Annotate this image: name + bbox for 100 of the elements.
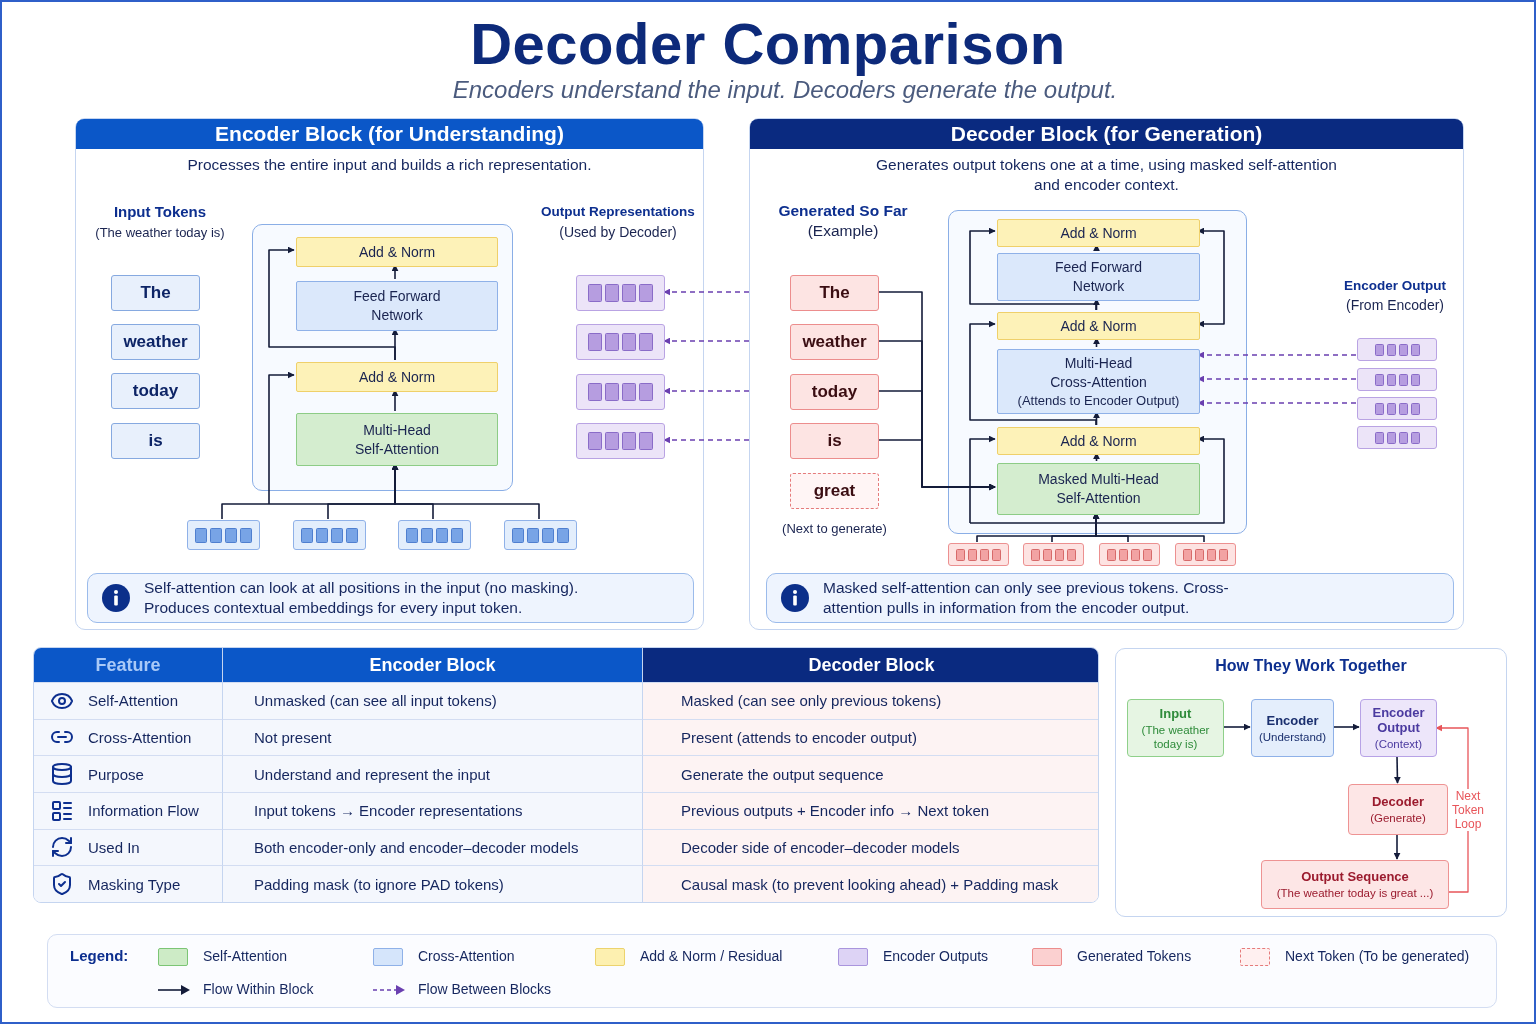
step-note: (The weather today is great ...) bbox=[1276, 886, 1434, 900]
encoder-output-vector bbox=[1357, 397, 1437, 420]
add-norm-box bbox=[997, 219, 1200, 247]
feed-forward-box bbox=[997, 253, 1200, 301]
add-norm-box bbox=[997, 312, 1200, 340]
token-vector bbox=[1099, 543, 1160, 566]
token-vector bbox=[1175, 543, 1236, 566]
encoder-value: Padding mask (to ignore PAD tokens) bbox=[222, 865, 642, 902]
add-norm-box bbox=[296, 362, 498, 392]
section-heading: Output Representations bbox=[540, 204, 696, 220]
add-norm-box bbox=[296, 237, 498, 267]
step-title: Output Sequence bbox=[1301, 869, 1409, 884]
output-vector bbox=[576, 423, 665, 459]
token-label: weather bbox=[123, 332, 188, 352]
workflow-panel bbox=[1115, 648, 1507, 917]
decoder-box bbox=[1348, 784, 1448, 835]
section-heading: Input Tokens bbox=[112, 202, 208, 220]
token-label: The bbox=[819, 283, 850, 303]
encoder-output-box bbox=[1360, 699, 1437, 757]
encoder-layer-frame bbox=[252, 224, 513, 491]
decoder-panel bbox=[749, 118, 1464, 630]
arrow bbox=[391, 264, 399, 280]
token-box bbox=[111, 423, 200, 459]
section-note: (From Encoder) bbox=[1345, 297, 1445, 313]
decoder-value: Present (attends to encoder output) bbox=[642, 718, 1098, 756]
diagram-subtitle: Encoders understand the input. Decoders generate the output. bbox=[451, 76, 1119, 104]
legend-label: Flow Within Block bbox=[203, 981, 314, 997]
arrow bbox=[969, 227, 1097, 311]
encoder-value: Both encoder-only and encoder–decoder models bbox=[222, 828, 642, 866]
feature-label: Used In bbox=[88, 839, 140, 856]
step-title: Encoder Output bbox=[1371, 705, 1426, 735]
encoder-value: Understand and represent the input bbox=[222, 755, 642, 792]
layer-label: Add & Norm bbox=[358, 367, 436, 387]
decoder-value: Masked (can see only previous tokens) bbox=[642, 682, 1098, 719]
info-note bbox=[766, 573, 1454, 623]
encoder-value: Not present bbox=[222, 718, 642, 756]
section-note: (Used by Decoder) bbox=[558, 224, 678, 240]
arrow bbox=[1197, 227, 1225, 328]
self-attention-box bbox=[296, 413, 498, 466]
step-title: Input bbox=[1159, 705, 1192, 721]
token-box bbox=[790, 374, 879, 410]
layer-label: Add & Norm bbox=[358, 242, 436, 262]
arrow bbox=[268, 371, 295, 505]
token-box bbox=[111, 324, 200, 360]
legend-label: Encoder Outputs bbox=[883, 948, 989, 964]
embedding-vector bbox=[293, 520, 366, 550]
encoder-output-vector bbox=[1357, 338, 1437, 361]
token-label: today bbox=[811, 382, 858, 402]
legend-label: Add & Norm / Residual bbox=[640, 948, 783, 964]
arrow bbox=[969, 435, 996, 524]
feature-label: Cross-Attention bbox=[88, 729, 192, 746]
token-box bbox=[111, 373, 200, 409]
token-vector bbox=[1023, 543, 1084, 566]
step-note: (Understand) bbox=[1258, 729, 1327, 744]
layer-note: (Attends to Encoder Output) bbox=[1017, 391, 1180, 410]
panel-description: Generates output tokens one at a time, using masked self-attention and encoder context. bbox=[875, 155, 1338, 195]
step-note: (The weather today is) bbox=[1140, 722, 1211, 751]
info-note bbox=[87, 573, 694, 623]
decoder-value: Generate the output sequence bbox=[642, 755, 1098, 792]
step-note: (Context) bbox=[1374, 737, 1423, 751]
dashed-arrow bbox=[663, 436, 750, 444]
encoder-value: Unmasked (can see all input tokens) bbox=[222, 682, 642, 719]
token-label: weather bbox=[802, 332, 867, 352]
output-vector bbox=[576, 275, 665, 311]
feed-forward-box bbox=[296, 281, 498, 331]
embedding-vector bbox=[398, 520, 471, 550]
step-note: (Generate) bbox=[1370, 811, 1426, 825]
output-sequence-box bbox=[1261, 860, 1449, 909]
token-box bbox=[790, 324, 879, 360]
arrow bbox=[877, 439, 996, 491]
encoder-output-vector bbox=[1357, 426, 1437, 449]
arrow bbox=[1393, 833, 1401, 860]
dashed-arrow bbox=[1197, 399, 1357, 407]
arrow bbox=[391, 389, 399, 412]
section-heading: Encoder Output bbox=[1343, 278, 1447, 294]
legend-label: Self-Attention bbox=[203, 948, 288, 964]
dashed-arrow bbox=[663, 288, 750, 296]
token-box bbox=[790, 275, 879, 311]
arrow bbox=[969, 320, 1097, 426]
arrow bbox=[391, 463, 540, 520]
embedding-vector bbox=[187, 520, 260, 550]
encoder-value: Input tokens → Encoder representations bbox=[222, 792, 642, 829]
arrow bbox=[969, 435, 1225, 524]
arrow bbox=[1393, 755, 1401, 784]
layer-label: Multi-Head Self-Attention bbox=[353, 420, 441, 459]
decoder-value: Previous outputs + Encoder info → Next token bbox=[642, 792, 1098, 829]
layer-label: Add & Norm bbox=[1060, 223, 1137, 243]
arrow bbox=[1093, 337, 1100, 348]
table-header: Decoder Block bbox=[642, 648, 1098, 682]
table-header: Feature bbox=[34, 648, 222, 682]
panel-header: Decoder Block (for Generation) bbox=[750, 119, 1463, 149]
feature-label: Information Flow bbox=[88, 802, 199, 820]
masked-self-attention-box bbox=[997, 463, 1200, 515]
section-heading: Generated So Far bbox=[777, 202, 909, 221]
layer-label: Multi-Head Cross-Attention bbox=[1049, 353, 1148, 392]
dashed-arrow bbox=[1197, 375, 1357, 383]
layer-label: Feed Forward Network bbox=[352, 287, 442, 325]
next-token-caption: (Next to generate) bbox=[781, 521, 888, 536]
output-vector bbox=[576, 324, 665, 360]
token-box bbox=[111, 275, 200, 311]
